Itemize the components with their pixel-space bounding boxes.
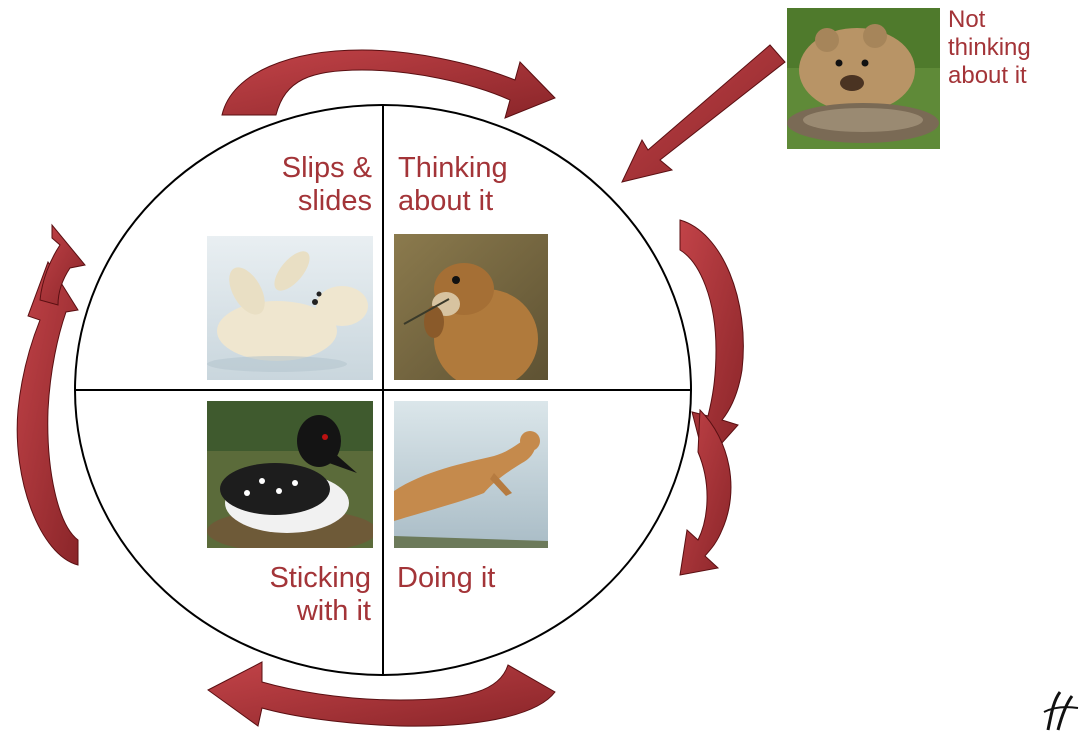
grizzly-bear-photo [787, 8, 940, 149]
cycle-arrow-left [16, 260, 79, 566]
label-doing-it: Doing it [397, 562, 547, 595]
label-slips-line1: Slips & [281, 152, 372, 184]
label-thinking-line1: Thinking [398, 152, 508, 184]
cycle-arrow-bottom [207, 661, 556, 727]
label-slips-line2: slides [297, 185, 372, 217]
cycle-arrow-right-lower [679, 408, 732, 576]
label-not-line3: about it [948, 62, 1027, 89]
label-sticking-line1: Sticking [269, 562, 371, 594]
cougar-photo [394, 401, 548, 548]
label-doing-line1: Doing it [397, 562, 496, 594]
label-thinking-line2: about it [398, 185, 494, 217]
label-slips-and-slides: Slips & slides [226, 152, 372, 218]
label-not-line1: Not [948, 6, 986, 33]
label-sticking-with-it: Sticking with it [208, 562, 371, 628]
logo-fragment-icon [1043, 691, 1079, 731]
label-not-thinking-about-it: Not thinking about it [948, 6, 1076, 90]
entry-arrow [621, 44, 786, 183]
label-thinking-about-it: Thinking about it [398, 152, 558, 218]
cycle-arrow-left-upper [39, 223, 86, 306]
prairie-dog-photo [394, 234, 548, 380]
cycle-arrow-top [221, 49, 556, 119]
polar-bear-photo [207, 236, 373, 380]
label-sticking-line2: with it [296, 595, 371, 627]
loon-photo [207, 401, 373, 548]
label-not-line2: thinking [948, 34, 1031, 61]
